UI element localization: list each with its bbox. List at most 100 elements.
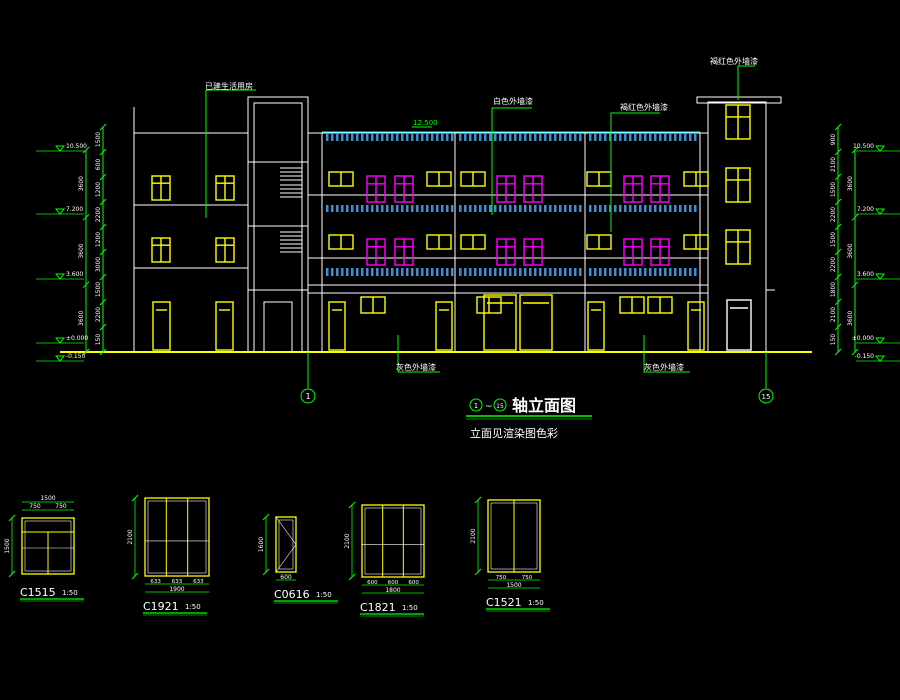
balcony-baluster bbox=[639, 134, 642, 141]
balcony-baluster bbox=[649, 205, 652, 212]
window bbox=[619, 296, 645, 314]
window-scale-label: 1:50 bbox=[62, 589, 78, 597]
dim-tick bbox=[834, 323, 842, 331]
dim-value: 1500 bbox=[95, 282, 102, 297]
balcony-baluster bbox=[499, 268, 502, 276]
balcony-baluster bbox=[544, 205, 547, 212]
level-triangle bbox=[874, 337, 886, 344]
balcony-railings bbox=[326, 134, 697, 276]
balcony-baluster bbox=[509, 205, 512, 212]
balcony-baluster bbox=[341, 134, 344, 141]
balcony-baluster bbox=[529, 134, 532, 141]
balcony-baluster bbox=[644, 205, 647, 212]
balcony-baluster bbox=[619, 205, 622, 212]
dim-value: 1500 bbox=[40, 495, 55, 502]
dim-value: 1800 bbox=[385, 587, 400, 594]
window bbox=[586, 171, 612, 187]
balcony-baluster bbox=[474, 268, 477, 276]
dim-tick bbox=[262, 568, 270, 576]
level-triangle bbox=[54, 145, 66, 152]
callout-red-wall: 褐红色外墙漆 bbox=[620, 102, 668, 112]
dim-tick bbox=[834, 348, 842, 356]
balcony-baluster bbox=[519, 134, 522, 141]
balcony-baluster bbox=[614, 205, 617, 212]
balcony-baluster bbox=[589, 134, 592, 141]
dim-value: 2200 bbox=[830, 257, 837, 272]
dim-tick bbox=[834, 123, 842, 131]
balcony-baluster bbox=[594, 268, 597, 276]
dim-value: 3600 bbox=[78, 176, 85, 191]
balcony-baluster bbox=[464, 205, 467, 212]
balcony-baluster bbox=[664, 134, 667, 141]
balcony-baluster bbox=[371, 268, 374, 276]
balcony-baluster bbox=[376, 205, 379, 212]
dim-tick bbox=[834, 298, 842, 306]
balcony-baluster bbox=[436, 134, 439, 141]
window bbox=[683, 171, 709, 187]
balcony-baluster bbox=[604, 268, 607, 276]
dim-value: 2100 bbox=[470, 528, 477, 543]
balcony-baluster bbox=[441, 205, 444, 212]
balcony-baluster bbox=[579, 268, 582, 276]
dim-tick bbox=[834, 198, 842, 206]
balcony-baluster bbox=[524, 134, 527, 141]
dim-tick bbox=[474, 496, 482, 504]
balcony-baluster bbox=[469, 205, 472, 212]
window bbox=[586, 234, 612, 250]
dim-tick bbox=[99, 223, 107, 231]
balcony-baluster bbox=[366, 205, 369, 212]
window bbox=[360, 296, 386, 314]
window bbox=[496, 175, 516, 203]
balcony-baluster bbox=[634, 205, 637, 212]
door bbox=[687, 301, 705, 351]
balcony-baluster bbox=[539, 205, 542, 212]
balcony-baluster bbox=[504, 205, 507, 212]
balcony-baluster bbox=[654, 205, 657, 212]
balcony-baluster bbox=[604, 205, 607, 212]
dim-value: 750 bbox=[29, 503, 41, 510]
balcony-baluster bbox=[599, 268, 602, 276]
balcony-baluster bbox=[411, 134, 414, 141]
window bbox=[647, 296, 673, 314]
balcony-baluster bbox=[599, 205, 602, 212]
balcony-baluster bbox=[569, 205, 572, 212]
dim-tick bbox=[99, 298, 107, 306]
balcony-baluster bbox=[534, 268, 537, 276]
dim-tick bbox=[99, 348, 107, 356]
balcony-baluster bbox=[401, 268, 404, 276]
dim-value: 1500 bbox=[506, 582, 521, 589]
balcony-baluster bbox=[569, 134, 572, 141]
door bbox=[215, 301, 234, 351]
balcony-baluster bbox=[559, 205, 562, 212]
balcony-baluster bbox=[649, 134, 652, 141]
balcony-baluster bbox=[609, 268, 612, 276]
window-id-label: C1515 bbox=[20, 586, 56, 599]
balcony-baluster bbox=[594, 134, 597, 141]
balcony-baluster bbox=[451, 268, 454, 276]
balcony-baluster bbox=[624, 205, 627, 212]
balcony-baluster bbox=[371, 205, 374, 212]
title-tilde: ~ bbox=[485, 402, 493, 412]
balcony-baluster bbox=[401, 205, 404, 212]
window bbox=[215, 175, 235, 201]
window bbox=[328, 171, 354, 187]
dim-tick bbox=[834, 223, 842, 231]
balcony-baluster bbox=[361, 268, 364, 276]
window-id-label: C1921 bbox=[143, 600, 179, 613]
building-outline bbox=[133, 96, 782, 353]
balcony-baluster bbox=[529, 205, 532, 212]
balcony-baluster bbox=[669, 134, 672, 141]
balcony-baluster bbox=[679, 268, 682, 276]
leader-lines bbox=[205, 65, 767, 388]
dim-tick bbox=[99, 123, 107, 131]
dimension-chain-left: 1500600120022001200300015002200150360036… bbox=[36, 123, 107, 362]
balcony-baluster bbox=[381, 268, 384, 276]
balcony-baluster bbox=[446, 268, 449, 276]
balcony-baluster bbox=[554, 268, 557, 276]
balcony-baluster bbox=[544, 134, 547, 141]
balcony-baluster bbox=[494, 268, 497, 276]
balcony-baluster bbox=[479, 134, 482, 141]
